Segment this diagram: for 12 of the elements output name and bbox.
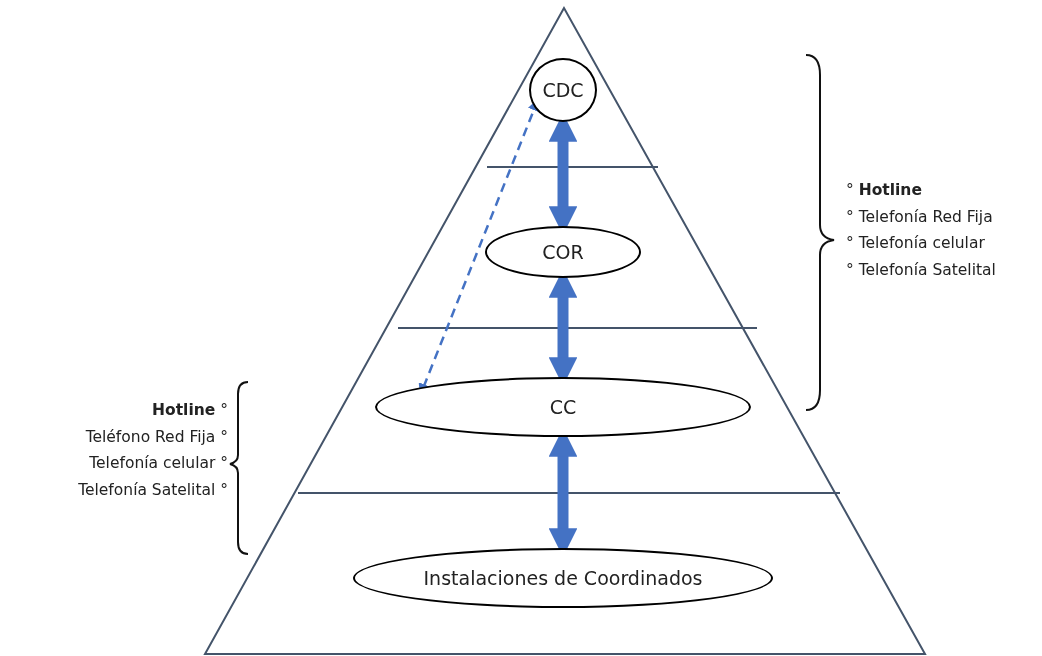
list-item: Hotline ° (152, 400, 228, 420)
ellipse-node: CDC (529, 58, 597, 122)
ellipse-node: CC (375, 377, 751, 437)
list-item: ° Telefonía Satelital (846, 260, 996, 280)
list-item: ° Hotline (846, 180, 922, 200)
list-item: ° Telefonía celular (846, 233, 985, 253)
list-item: Telefonía Satelital ° (78, 480, 228, 500)
ellipse-node: Instalaciones de Coordinados (353, 548, 773, 608)
list-item: Teléfono Red Fija ° (85, 427, 228, 447)
list-item: ° Telefonía Red Fija (846, 207, 993, 227)
list-item: Telefonía celular ° (89, 453, 228, 473)
ellipse-node: COR (485, 226, 641, 278)
